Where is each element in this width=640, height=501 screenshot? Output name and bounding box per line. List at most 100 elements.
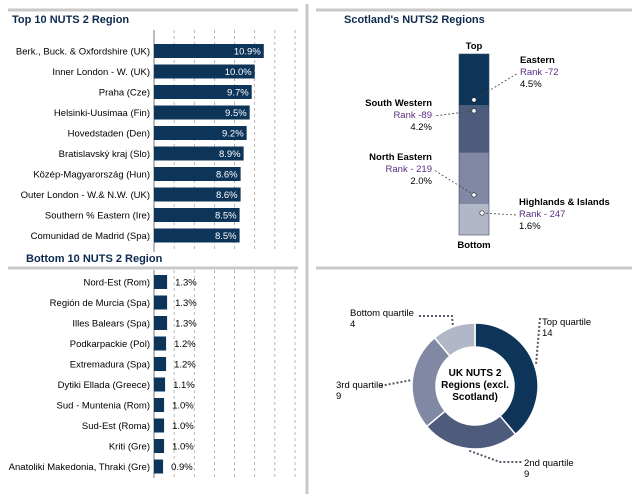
bar xyxy=(154,228,240,243)
category-label: Inner London - W. (UK) xyxy=(52,67,150,78)
bar xyxy=(154,398,165,412)
quartile-value: 9 xyxy=(524,469,529,480)
donut-center-label: UK NUTS 2 xyxy=(449,368,502,379)
bar xyxy=(154,146,244,161)
donut-slice xyxy=(474,322,539,436)
category-label: Sud - Muntenia (Rom) xyxy=(57,401,150,412)
bar xyxy=(154,316,168,330)
quartile-value: 14 xyxy=(542,328,553,339)
donut-slice xyxy=(433,322,476,358)
donut-leader xyxy=(535,317,541,364)
category-label: Extremadura (Spa) xyxy=(70,360,150,371)
stack-segment xyxy=(459,203,489,235)
category-label: Bratislavský kraj (Slo) xyxy=(59,149,150,160)
data-label: 9.2% xyxy=(222,129,244,140)
category-label: Hovedstaden (Den) xyxy=(68,129,150,140)
quartile-name: Bottom quartile xyxy=(350,308,414,319)
data-label: 1.3% xyxy=(175,319,197,330)
category-label: Helsinki-Uusimaa (Fin) xyxy=(54,108,150,119)
rank-marker xyxy=(479,210,485,216)
region-name: North Eastern xyxy=(369,152,432,163)
bar xyxy=(154,85,252,99)
data-label: 1.2% xyxy=(174,360,196,371)
data-label: 0.9% xyxy=(171,462,193,473)
region-share: 1.6% xyxy=(519,221,541,232)
region-share: 4.2% xyxy=(410,122,432,133)
top10-title: Top 10 NUTS 2 Region xyxy=(12,14,129,26)
category-label: Región de Murcia (Spa) xyxy=(50,298,150,309)
region-rank: Rank -89 xyxy=(393,110,432,121)
donut-center-label: Regions (excl. xyxy=(441,380,509,391)
bar xyxy=(154,377,166,392)
leader-line xyxy=(433,110,475,117)
region-share: 2.0% xyxy=(410,176,432,187)
data-label: 8.5% xyxy=(215,211,237,222)
category-label: Kriti (Gre) xyxy=(109,442,150,453)
bar xyxy=(154,105,250,120)
quartile-value: 4 xyxy=(350,319,355,330)
data-label: 8.9% xyxy=(219,149,241,160)
stack-segment xyxy=(459,54,489,106)
data-label: 10.0% xyxy=(225,67,252,78)
bar xyxy=(154,167,241,181)
quartile-value: 9 xyxy=(336,391,341,402)
bottom-label: Bottom xyxy=(457,240,490,251)
bar xyxy=(154,44,264,58)
region-rank: Rank - 247 xyxy=(519,209,565,220)
data-label: 8.6% xyxy=(216,190,238,201)
category-label: Southern % Eastern (Ire) xyxy=(45,211,150,222)
data-label: 10.9% xyxy=(234,47,261,58)
rank-marker xyxy=(471,192,477,198)
region-share: 4.5% xyxy=(520,79,542,90)
bar xyxy=(154,439,165,453)
category-label: Sud-Est (Roma) xyxy=(82,421,150,432)
bar xyxy=(154,357,167,371)
bar xyxy=(154,295,168,310)
rank-marker xyxy=(471,108,477,114)
bar xyxy=(154,275,168,289)
data-label: 8.6% xyxy=(216,170,238,181)
stack-outline xyxy=(458,53,490,236)
data-label: 1.1% xyxy=(173,380,195,391)
bar xyxy=(154,64,255,79)
bar xyxy=(154,187,241,202)
region-name: Eastern xyxy=(520,55,555,66)
data-label: 1.0% xyxy=(172,442,194,453)
data-label: 1.3% xyxy=(175,278,197,289)
scotland-title: Scotland's NUTS2 Regions xyxy=(344,14,485,26)
leader-line xyxy=(481,212,518,216)
category-label: Dytiki Ellada (Greece) xyxy=(58,380,150,391)
quartile-name: 3rd quartile xyxy=(336,380,384,391)
data-label: 1.2% xyxy=(174,339,196,350)
category-label: Nord-Est (Rom) xyxy=(83,278,150,289)
data-label: 9.7% xyxy=(227,88,249,99)
region-rank: Rank - 219 xyxy=(386,164,432,175)
top-label: Top xyxy=(466,41,483,52)
donut-leader xyxy=(468,449,522,463)
region-name: South Western xyxy=(365,98,432,109)
data-label: 8.5% xyxy=(215,231,237,242)
bar xyxy=(154,418,165,433)
data-label: 1.0% xyxy=(172,401,194,412)
region-name: Highlands & Islands xyxy=(519,197,610,208)
donut-center-label: Scotland) xyxy=(452,392,498,403)
rank-marker xyxy=(471,97,477,103)
quartile-name: Top quartile xyxy=(542,317,591,328)
donut-leader xyxy=(418,315,454,326)
category-label: Outer London - W.& N.W. (UK) xyxy=(21,190,150,201)
category-label: Anatoliki Makedonia, Thraki (Gre) xyxy=(9,462,150,473)
top10-bar-chart: Berk., Buck. & Oxfordshire (UK)10.9%Inne… xyxy=(16,30,296,252)
bottom10-title: Bottom 10 NUTS 2 Region xyxy=(26,253,163,265)
region-rank: Rank -72 xyxy=(520,67,559,78)
quartile-name: 2nd quartile xyxy=(524,458,574,469)
category-label: Praha (Cze) xyxy=(99,88,150,99)
bar xyxy=(154,208,240,222)
bar xyxy=(154,336,167,351)
category-label: Podkarpackie (Pol) xyxy=(70,339,150,350)
category-label: Illes Balears (Spa) xyxy=(72,319,150,330)
bar xyxy=(154,126,247,140)
bar xyxy=(154,459,164,474)
